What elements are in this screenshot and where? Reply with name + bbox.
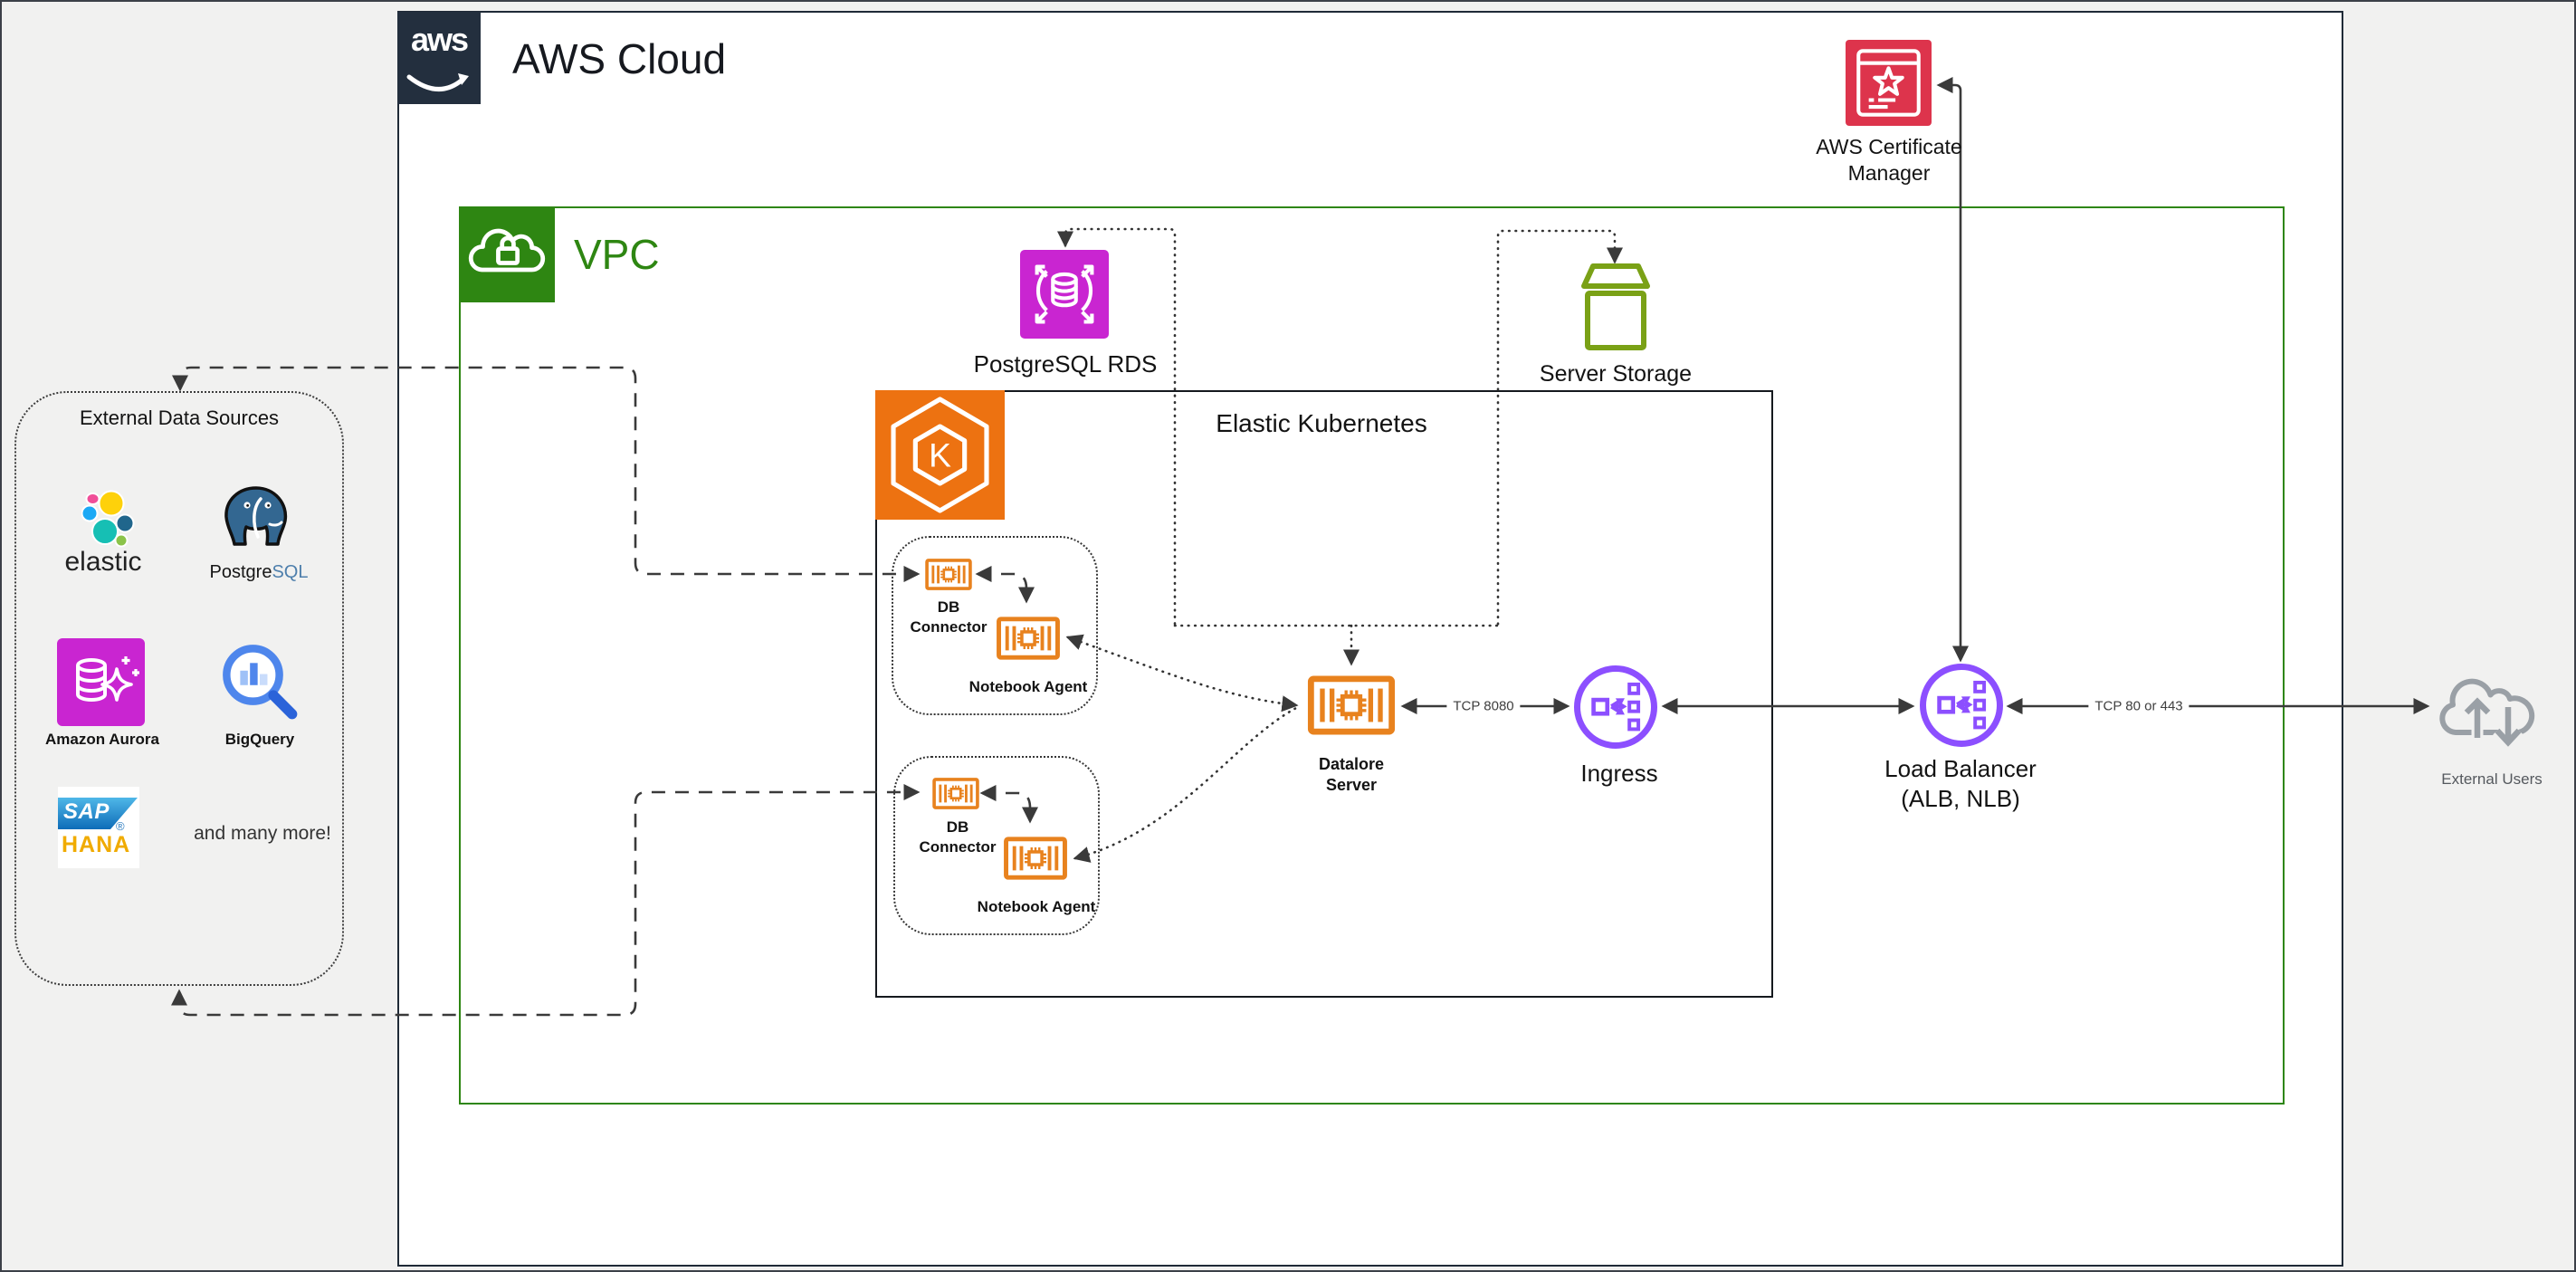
sap-logo-shape [58,798,138,829]
ingress-icon [1574,665,1657,749]
amazon-aurora-icon [57,638,145,726]
ingress-label: Ingress [1580,760,1658,787]
vpc-title: VPC [574,231,660,278]
postgresql-logo-icon [224,486,288,546]
external-users-icon [2439,678,2535,751]
db-connector-1-label: DB Connector [910,598,987,636]
eks-icon-letter: K [929,435,951,473]
elastic-logo-icon [81,490,135,548]
datalore-server-label: Datalore Server [1318,755,1385,794]
sap-reg-mark: ® [116,819,125,833]
bigquery-icon [223,645,298,720]
external-sources-title: External Data Sources [79,406,280,429]
eks-label: Elastic Kubernetes [1216,409,1427,437]
aws-logo: aws [397,12,481,104]
db-connector-2-icon [932,777,979,810]
db-connector-1-icon [925,558,972,591]
load-balancer-icon [1920,664,2003,747]
acm-icon [1846,40,1932,126]
hana-text: HANA [62,832,131,857]
postgresql-label-dark: Postgre [209,562,272,582]
elastic-label: elastic [64,547,142,577]
postgresql-label: PostgreSQL [210,561,309,584]
notebook-agent-1-label: Notebook Agent [968,678,1088,695]
datalore-server-icon [1307,675,1396,735]
eks-icon: K [875,390,1005,520]
vpc-box [459,206,2285,1105]
notebook-agent-2-label: Notebook Agent [977,898,1096,915]
postgresql-rds-label: PostgreSQL RDS [973,350,1158,378]
vpc-icon [459,206,555,302]
edge-label-tcp-80-443: TCP 80 or 443 [2088,698,2190,714]
external-users-label: External Users [2441,770,2543,788]
server-storage-icon [1581,263,1650,350]
edge-label-tcp-8080: TCP 8080 [1446,698,1521,714]
bigquery-label: BigQuery [224,731,295,748]
notebook-agent-2-icon [1003,837,1068,880]
amazon-aurora-label: Amazon Aurora [45,731,159,748]
sap-hana-logo: SAP ® HANA [58,787,139,868]
db-connector-2-label: DB Connector [919,818,997,856]
sap-text: SAP [63,799,110,824]
many-more-label: and many more! [194,823,331,844]
server-storage-label: Server Storage [1539,361,1693,387]
postgresql-label-blue: SQL [272,562,309,582]
aws-cloud-title: AWS Cloud [512,35,727,82]
postgresql-rds-icon [1020,250,1109,339]
aws-logo-text: aws [410,21,469,58]
aws-smile-icon [406,73,469,91]
notebook-agent-1-icon [996,617,1061,660]
load-balancer-label: Load Balancer (ALB, NLB) [1884,755,2037,812]
vpc-cloud-lock-icon [468,228,546,273]
acm-label: AWS Certificate Manager [1816,135,1962,185]
